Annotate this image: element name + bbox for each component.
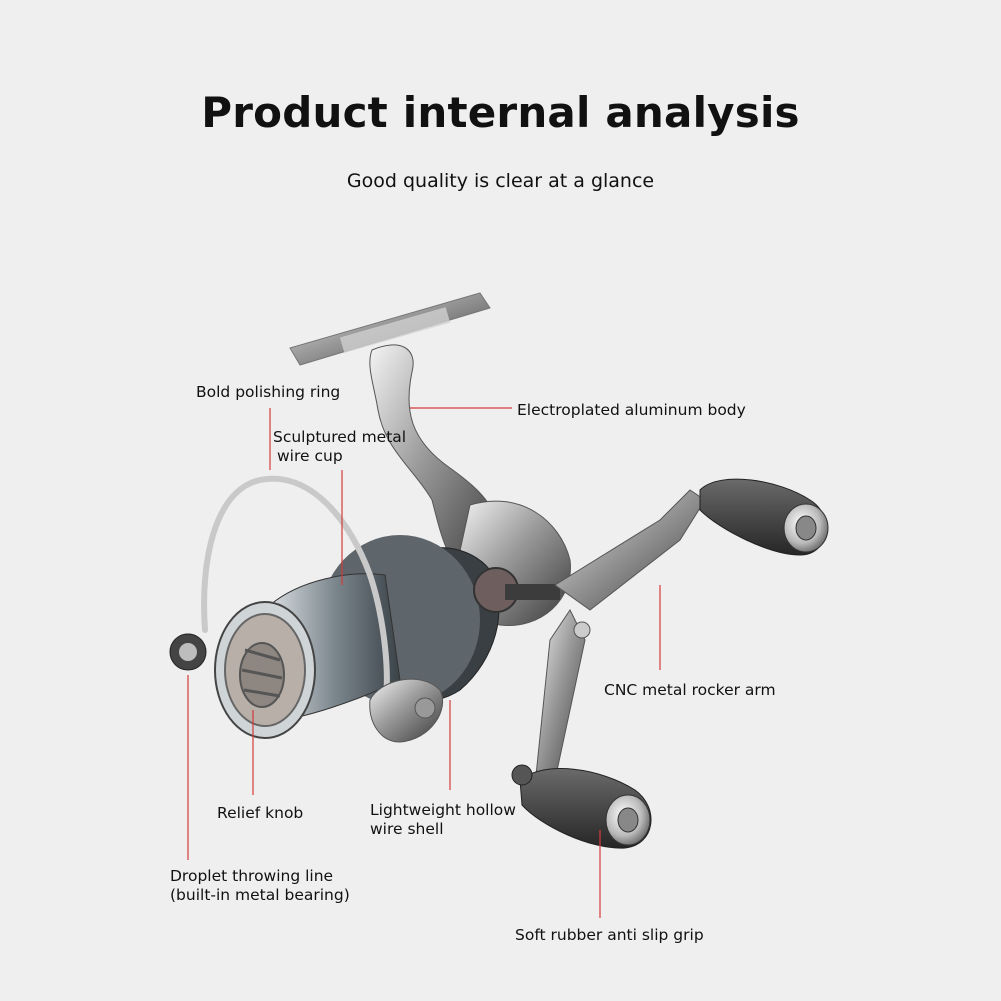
page-title: Product internal analysis xyxy=(201,88,800,137)
page-subtitle: Good quality is clear at a glance xyxy=(346,170,655,192)
bail-wire xyxy=(169,475,390,703)
reel-foot xyxy=(289,292,491,366)
label-bold-polishing-ring: Bold polishing ring xyxy=(196,383,341,401)
line-roller-arm xyxy=(369,678,444,743)
label-relief-knob: Relief knob xyxy=(217,804,304,822)
label-hollow-line1: Lightweight hollow xyxy=(370,801,516,819)
label-droplet-throwing-line: Droplet throwing line (built-in metal be… xyxy=(170,867,350,905)
handle-arm xyxy=(473,489,706,786)
label-sculptured-wire-cup: Sculptured metal wire cup xyxy=(273,428,406,466)
label-droplet-line2: (built-in metal bearing) xyxy=(170,886,350,904)
label-rubber-grip: Soft rubber anti slip grip xyxy=(515,926,704,944)
label-electroplated-body: Electroplated aluminum body xyxy=(517,401,746,419)
label-hollow-line2: wire shell xyxy=(370,820,444,838)
leader-lines xyxy=(187,407,661,918)
lower-knob xyxy=(511,764,652,849)
label-sculptured-line2: wire cup xyxy=(277,447,343,465)
spool xyxy=(214,535,480,739)
label-cnc-rocker-arm: CNC metal rocker arm xyxy=(604,681,776,699)
label-droplet-line1: Droplet throwing line xyxy=(170,867,334,885)
label-sculptured-line1: Sculptured metal xyxy=(273,428,407,446)
label-hollow-wire-shell: Lightweight hollow wire shell xyxy=(370,801,516,839)
upper-knob xyxy=(699,478,829,556)
